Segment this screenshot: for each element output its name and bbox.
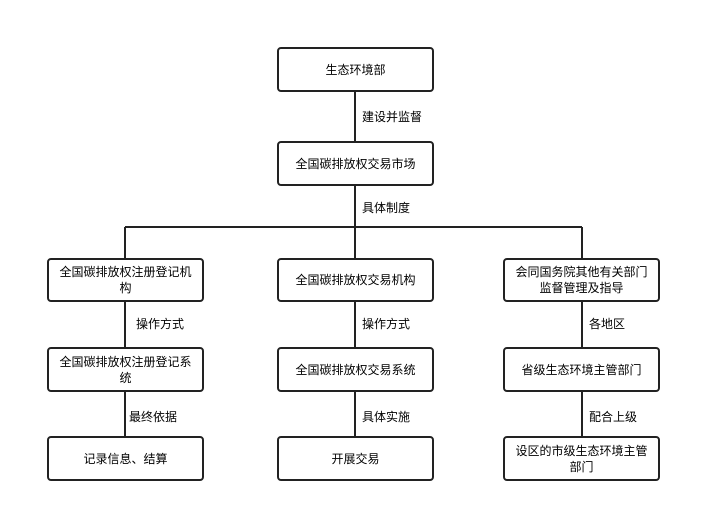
edge-label-basis: 最终依据 — [129, 410, 178, 424]
edge-label-regions: 各地区 — [589, 317, 626, 331]
edge-label-system: 具体制度 — [362, 201, 411, 215]
node-trading-sys: 全国碳排放权交易系统 — [277, 347, 434, 392]
node-record: 记录信息、结算 — [47, 436, 204, 481]
edge-label-supervise: 建设并监督 — [362, 110, 423, 124]
edge-label-operate-left: 操作方式 — [136, 317, 185, 331]
node-provincial: 省级生态环境主管部门 — [503, 347, 660, 392]
node-city: 设区的市级生态环境主管部门 — [503, 436, 660, 481]
edge-label-implement: 具体实施 — [362, 410, 411, 424]
node-registry-sys: 全国碳排放权注册登记系统 — [47, 347, 204, 392]
edge-label-cooperate: 配合上级 — [589, 410, 638, 424]
node-trading-org: 全国碳排放权交易机构 — [277, 258, 434, 302]
node-registry-org: 全国碳排放权注册登记机构 — [47, 258, 204, 302]
edge-label-operate-mid: 操作方式 — [362, 317, 411, 331]
node-market: 全国碳排放权交易市场 — [277, 141, 434, 186]
node-trade: 开展交易 — [277, 436, 434, 481]
node-ministry: 生态环境部 — [277, 47, 434, 92]
node-state-council: 会同国务院其他有关部门监督管理及指导 — [503, 258, 660, 302]
